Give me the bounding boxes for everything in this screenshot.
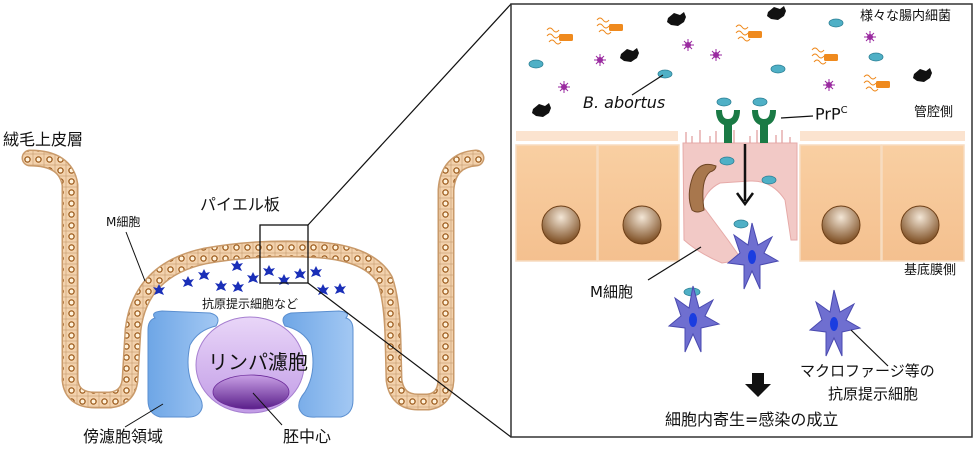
gut-bacteria-label: 様々な腸内細菌 — [860, 9, 952, 24]
villus-epithelium — [21, 149, 485, 411]
apc-cell — [182, 276, 194, 287]
magenta-bacteria — [558, 31, 876, 93]
apc-cell — [294, 268, 306, 279]
germinal-center-leader — [252, 392, 283, 426]
peyers-patch-label: パイエル板 — [200, 195, 280, 214]
b-abortus — [716, 97, 732, 107]
callout-line-bottom — [307, 282, 512, 438]
b-abortus — [761, 175, 777, 185]
macrophage-label-line2: 抗原提示細胞 — [828, 385, 919, 403]
m-cell-label-left: M細胞 — [106, 215, 141, 229]
b-abortus — [868, 52, 884, 62]
apc-cell — [232, 281, 244, 292]
gut-bacterium — [682, 39, 694, 51]
gut-bacterium — [558, 81, 570, 93]
m-cell-leader-left — [125, 231, 146, 282]
macrophages — [667, 222, 862, 357]
brush-border — [516, 131, 965, 141]
apc-label: 抗原提示細胞など — [202, 297, 299, 311]
m-cell-label-right: M細胞 — [590, 283, 633, 301]
gut-bacterium — [546, 27, 573, 45]
cell-nucleus — [541, 205, 581, 245]
prpc-label: PrPC — [815, 104, 848, 124]
gut-bacterium — [863, 74, 890, 92]
prpc-leader — [780, 115, 814, 119]
b-abortus — [752, 97, 768, 107]
gut-bacterium — [532, 103, 551, 117]
m-cell — [682, 130, 798, 264]
b-abortus — [528, 59, 544, 69]
villus-epithelium-label: 絨毛上皮層 — [3, 130, 84, 149]
orange-bacteria — [546, 17, 890, 92]
prpc-receptors — [716, 110, 776, 143]
zoom-box — [259, 224, 309, 284]
germinal-center — [212, 374, 290, 410]
apc-cell — [247, 272, 259, 283]
outcome-label: 細胞内寄生=感染の成立 — [665, 410, 839, 429]
gut-bacterium — [864, 31, 876, 43]
epithelial-cells — [515, 144, 965, 262]
gut-bacterium — [767, 6, 786, 20]
outcome-arrow — [745, 373, 771, 397]
apc-cell — [215, 280, 227, 291]
gut-bacterium — [735, 24, 762, 42]
parafollicular-region-left — [147, 310, 219, 418]
parafollicular-region-right — [282, 310, 354, 418]
apc-cell — [153, 284, 165, 295]
callout-line-top — [307, 3, 512, 226]
lumen-side-label: 管腔側 — [914, 105, 954, 120]
b-abortus — [719, 156, 735, 166]
m-cell-leader-right — [647, 246, 702, 281]
cell-nucleus — [900, 205, 940, 245]
gut-bacterium — [823, 79, 835, 91]
parafollicular-label: 傍濾胞領域 — [83, 427, 164, 446]
apc-cell — [310, 266, 322, 277]
apc-cell — [263, 265, 275, 276]
macrophage — [667, 285, 721, 353]
b-abortus — [770, 64, 786, 74]
basal-side-label: 基底膜側 — [904, 263, 957, 278]
gut-bacterium — [913, 68, 932, 82]
macrophage — [726, 222, 780, 290]
b-abortus — [828, 18, 844, 28]
parafollicular-leader — [124, 403, 164, 428]
germinal-center-label: 胚中心 — [283, 427, 332, 446]
apc-cell — [334, 283, 346, 294]
apc-cell — [198, 269, 210, 280]
m-cell-vesicle — [688, 163, 717, 213]
macrophage — [808, 289, 862, 357]
apc-cell — [231, 260, 243, 271]
macrophage-label-line1: マクロファージ等の — [800, 362, 935, 380]
b-abortus — [733, 219, 749, 229]
gut-bacterium — [710, 49, 722, 61]
prpc-receptor — [752, 110, 776, 143]
black-bacteria — [532, 6, 932, 117]
macrophage-leader — [850, 329, 889, 367]
gut-bacterium — [811, 47, 838, 65]
gut-bacterium — [667, 12, 686, 26]
gut-bacterium — [596, 17, 623, 35]
cell-nucleus — [622, 205, 662, 245]
gut-bacterium — [620, 48, 639, 62]
b-abortus-label: B. abortus — [583, 93, 666, 112]
gut-bacterium — [594, 54, 606, 66]
transcytosis-arrow — [735, 144, 755, 207]
cell-nucleus — [821, 205, 861, 245]
prpc-receptor — [716, 110, 740, 143]
apc-cell — [317, 284, 329, 295]
apc-cell — [278, 274, 290, 285]
b-abortus-leader — [631, 74, 664, 96]
lymph-follicle-label: リンパ濾胞 — [208, 350, 308, 374]
